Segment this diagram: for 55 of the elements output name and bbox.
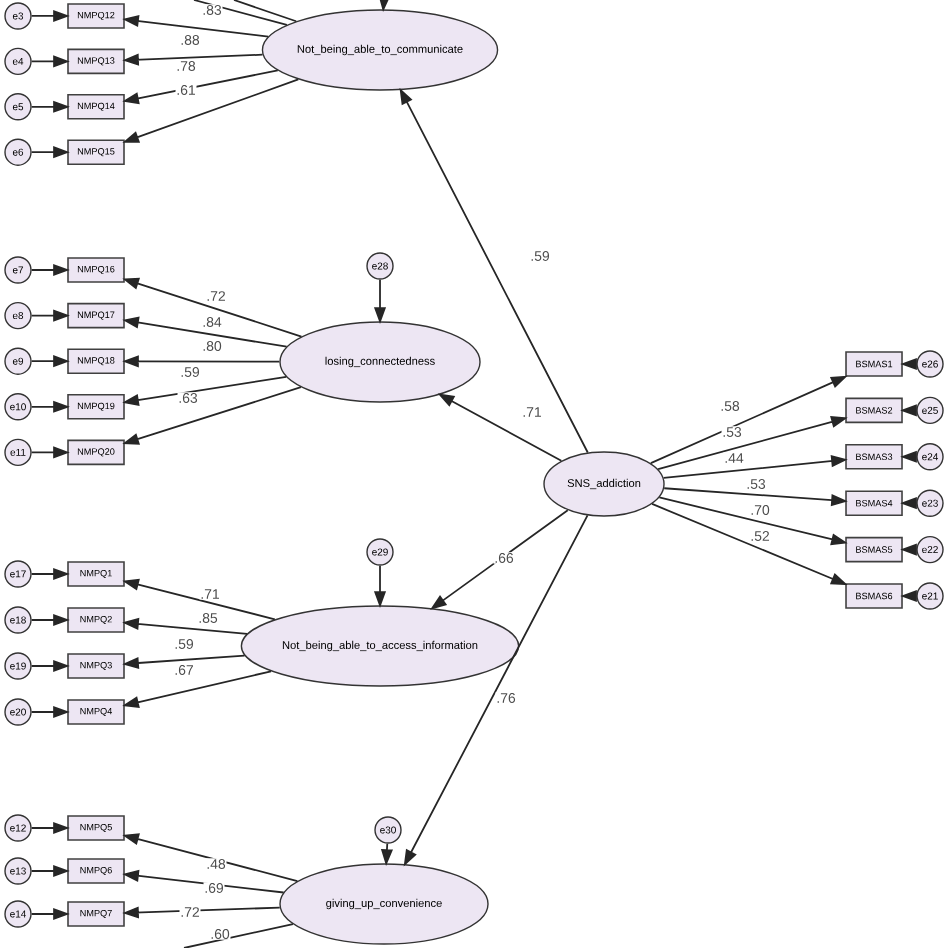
arrow bbox=[30, 264, 69, 277]
arrow bbox=[662, 455, 847, 479]
arrow bbox=[30, 309, 69, 322]
arrow bbox=[431, 509, 569, 610]
arrow bbox=[649, 375, 847, 465]
arrow bbox=[658, 496, 847, 546]
arrow bbox=[439, 393, 563, 462]
path-line bbox=[233, 0, 298, 23]
arrow bbox=[30, 401, 69, 413]
arrow bbox=[123, 355, 281, 367]
arrow bbox=[901, 589, 918, 602]
arrow bbox=[901, 543, 918, 556]
arrow bbox=[901, 357, 918, 370]
arrow bbox=[123, 654, 246, 669]
arrow bbox=[123, 578, 276, 621]
arrow bbox=[123, 906, 281, 919]
arrow bbox=[123, 386, 302, 445]
arrow bbox=[123, 78, 300, 143]
arrow bbox=[378, 0, 390, 11]
arrow bbox=[651, 503, 847, 585]
arrow bbox=[30, 55, 69, 68]
arrow bbox=[380, 842, 393, 865]
arrow bbox=[373, 278, 386, 323]
arrow bbox=[123, 869, 285, 894]
arrow bbox=[30, 568, 69, 581]
arrow bbox=[123, 670, 272, 708]
path-line bbox=[183, 923, 294, 948]
arrow bbox=[657, 416, 847, 471]
arrow bbox=[901, 404, 918, 417]
arrow bbox=[123, 53, 264, 66]
arrow bbox=[30, 865, 69, 878]
arrow bbox=[30, 355, 69, 368]
arrow bbox=[30, 822, 69, 835]
path-line bbox=[193, 0, 288, 26]
arrow bbox=[123, 277, 303, 338]
arrow bbox=[123, 375, 288, 406]
arrow bbox=[901, 497, 918, 509]
arrow bbox=[30, 146, 69, 159]
arrow bbox=[30, 101, 69, 113]
arrow bbox=[399, 89, 589, 454]
arrow bbox=[123, 69, 279, 105]
arrow bbox=[30, 908, 69, 921]
arrow bbox=[123, 617, 248, 635]
arrow bbox=[373, 564, 386, 607]
arrow bbox=[663, 487, 847, 507]
arrow bbox=[404, 514, 589, 865]
arrow bbox=[30, 706, 69, 719]
arrow bbox=[123, 316, 288, 348]
arrow bbox=[123, 833, 299, 883]
arrow bbox=[30, 10, 69, 23]
arrow bbox=[901, 450, 918, 463]
arrow bbox=[123, 15, 270, 38]
arrow bbox=[30, 614, 69, 627]
arrow bbox=[30, 660, 69, 673]
arrow bbox=[30, 446, 69, 459]
